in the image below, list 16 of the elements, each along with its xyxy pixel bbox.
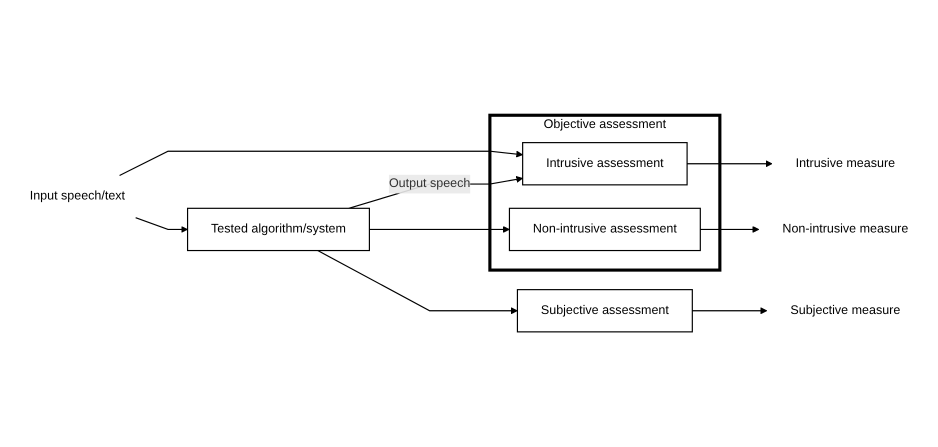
arrow: [135, 217, 188, 233]
arrow: [692, 307, 768, 314]
arrow: [687, 160, 772, 168]
node-text: Input speech/text: [30, 189, 126, 203]
node-text: Intrusive measure: [796, 156, 896, 170]
arrow: [317, 250, 518, 314]
node-text: Non-intrusive measure: [782, 222, 908, 236]
arrow: [700, 226, 760, 233]
node-box: Subjective assessment: [516, 289, 693, 332]
node-box: Intrusive assessment: [522, 142, 688, 186]
arrow: [369, 226, 510, 233]
arrow: [119, 150, 523, 176]
edge-label: Output speech: [388, 176, 470, 190]
node-box: Tested algorithm/system: [186, 208, 370, 252]
node-box: Non-intrusive assessment: [508, 208, 701, 252]
node-text: Subjective measure: [790, 304, 900, 317]
